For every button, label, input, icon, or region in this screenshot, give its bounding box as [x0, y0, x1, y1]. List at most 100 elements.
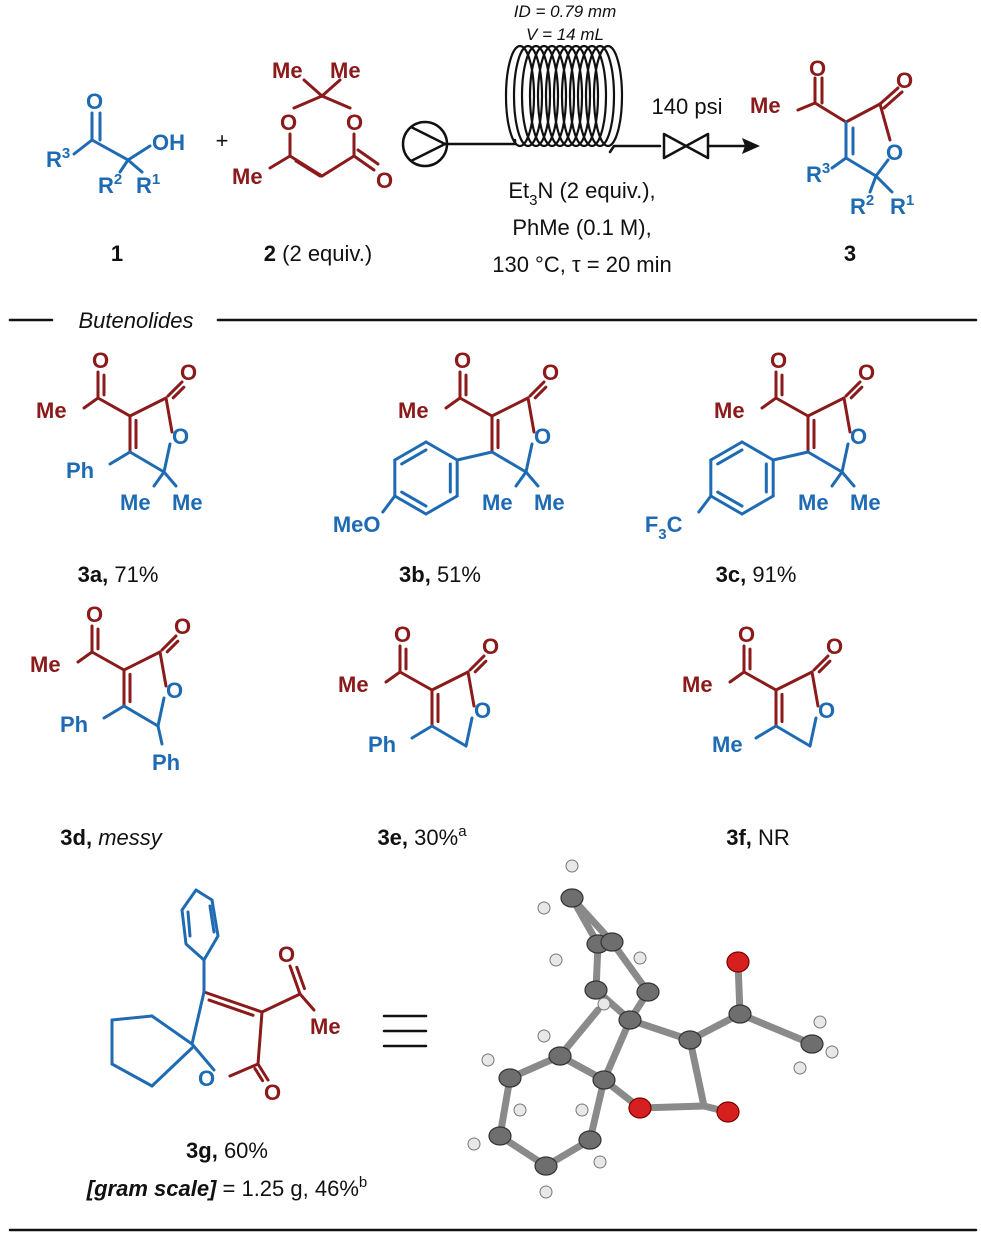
- coil-loop: [552, 44, 584, 148]
- reactant1-r1: R: [136, 173, 152, 198]
- xray-hydrogen-atom: [565, 859, 579, 873]
- reactor-volume-label: V = 14 mL: [526, 25, 604, 44]
- xray-hydrogen-atom: [593, 1155, 607, 1169]
- compound-result-3g: 60%: [224, 1138, 268, 1163]
- acetyl-me-atom: Me: [398, 398, 429, 423]
- xray-bond: [496, 1074, 514, 1140]
- acetyl-o-atom: O: [86, 602, 103, 627]
- gram-scale-label: [gram scale]: [86, 1176, 217, 1201]
- svg-text:R2: R2: [850, 192, 874, 219]
- reactant2-carbonyl-o: O: [376, 168, 393, 193]
- xray-bond: [586, 1076, 608, 1144]
- svg-text:R1: R1: [890, 192, 914, 219]
- reactant-1-structure: O R3 OH R2 R1: [46, 89, 185, 198]
- phenyl-substituent: Ph: [66, 458, 94, 483]
- xray-hydrogen-atom: [537, 901, 551, 915]
- substituent-4: Ph: [368, 732, 396, 757]
- crystal-structure-image: [467, 859, 839, 1199]
- product-acyl-o: O: [809, 56, 826, 81]
- xray-hydrogen-atom: [537, 1029, 551, 1043]
- xray-carbon-atom: [636, 982, 660, 1002]
- product-3-structure: Me O O O R3 R2 R1: [750, 56, 914, 219]
- xray-carbon-atom: [578, 1130, 602, 1150]
- compound-label-3e: 3e, 30%a: [377, 823, 467, 850]
- compound-id-3c: 3c: [716, 562, 740, 587]
- compound-label-3g: 3g, 60%: [186, 1138, 268, 1163]
- xray-hydrogen-atom: [597, 997, 611, 1011]
- methyl-substituent-b: Me: [850, 490, 881, 515]
- phenyl-substituent-5: Ph: [152, 750, 180, 775]
- reactant2-me-ring: Me: [232, 164, 263, 189]
- compound-result-3b: 51%: [437, 562, 481, 587]
- reactant1-r2-sup: 2: [114, 171, 122, 188]
- compound-id-3a: 3a: [78, 562, 103, 587]
- xray-carbon-atom: [584, 980, 608, 1000]
- reactant-2-equiv: (2 equiv.): [282, 241, 372, 266]
- svg-text:R3: R3: [806, 160, 830, 187]
- compound-label-3b: 3b, 51%: [399, 562, 481, 587]
- xray-oxygen-atom: [726, 951, 750, 973]
- svg-text:R2: R2: [98, 171, 122, 198]
- xray-hydrogen-atom: [575, 1103, 589, 1117]
- lactone-carbonyl-o-atom: O: [180, 360, 197, 385]
- product-r3: R: [806, 162, 822, 187]
- xray-oxygen-atom: [628, 1097, 652, 1119]
- reactor-id-label: ID = 0.79 mm: [514, 2, 617, 21]
- xray-hydrogen-atom: [481, 1053, 495, 1067]
- acetyl-me-atom: Me: [36, 398, 67, 423]
- xray-hydrogen-atom: [793, 1061, 807, 1075]
- conditions-base-pre: Et: [508, 178, 529, 203]
- substituent-4: Me: [712, 732, 743, 757]
- coil-loop: [576, 44, 608, 148]
- xray-hydrogen-atom: [513, 1103, 527, 1117]
- methyl-substituent-b: Me: [172, 490, 203, 515]
- product-ring-o: O: [886, 140, 903, 165]
- ring-o-atom: O: [850, 424, 867, 449]
- xray-carbon-atom: [618, 1010, 642, 1030]
- xray-carbon-atom: [498, 1068, 522, 1088]
- plus-sign: +: [216, 128, 229, 153]
- coil-loop: [520, 44, 552, 148]
- compound-label-3c: 3c, 91%: [716, 562, 797, 587]
- compound-id-3f: 3f: [726, 825, 746, 850]
- acetyl-me-atom: Me: [30, 652, 61, 677]
- coil-loop: [504, 44, 536, 148]
- compound-result-sup-3e: a: [458, 823, 467, 840]
- methyl-substituent-a: Me: [482, 490, 513, 515]
- compound-result-3c: 91%: [752, 562, 796, 587]
- xray-carbon-atom: [592, 1070, 616, 1090]
- reactor-coil-icon: [504, 44, 624, 148]
- acetyl-o-atom: O: [738, 622, 755, 647]
- svg-text:R3: R3: [46, 145, 70, 172]
- reactant2-o-left: O: [280, 110, 297, 135]
- product-r1: R: [890, 194, 906, 219]
- tubing-outlet: [608, 144, 662, 154]
- ring-o-atom: O: [818, 698, 835, 723]
- reactant1-r2: R: [98, 173, 114, 198]
- phenyl-substituent-4: Ph: [60, 712, 88, 737]
- xray-oxygen-atom: [716, 1101, 740, 1123]
- lactone-carbonyl-o-atom: O: [826, 634, 843, 659]
- acetyl-me-atom: Me: [338, 672, 369, 697]
- acetyl-me-atom: Me: [682, 672, 713, 697]
- lactone-carbonyl-o-atom: O: [482, 634, 499, 659]
- xray-bond: [608, 938, 652, 996]
- pressure-label: 140 psi: [652, 94, 723, 119]
- methyl-substituent-a: Me: [120, 490, 151, 515]
- compound-result-3e: 30%: [414, 825, 458, 850]
- coil-loop: [528, 44, 560, 148]
- xray-hydrogen-atom: [825, 1045, 839, 1059]
- conditions-base-sub: 3: [529, 192, 537, 209]
- acetyl-me-atom: Me: [310, 1014, 341, 1039]
- coil-loop: [592, 44, 624, 148]
- conditions-solvent: PhMe (0.1 M),: [512, 215, 651, 240]
- svg-text:R1: R1: [136, 171, 160, 198]
